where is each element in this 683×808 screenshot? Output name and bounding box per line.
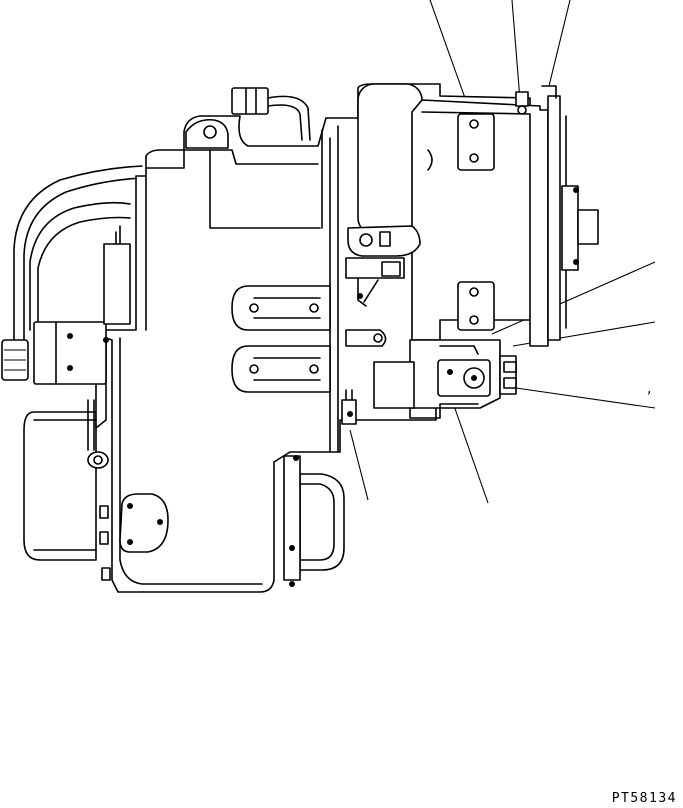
drawing-code: PT58134 [611,791,677,806]
bottom-pipe [283,455,345,587]
lower-left-fittings [87,399,169,581]
top-connector [231,87,311,141]
hose-lines [1,165,143,381]
leader-lines [349,0,656,504]
comma-mark: , [647,381,651,397]
sensor-fitting [341,389,357,425]
slotted-links [231,285,387,393]
valve-cluster [373,339,517,419]
left-mount-flange [33,225,131,385]
right-case [357,83,599,347]
control-valve [345,225,421,307]
filter-drum [23,411,97,561]
